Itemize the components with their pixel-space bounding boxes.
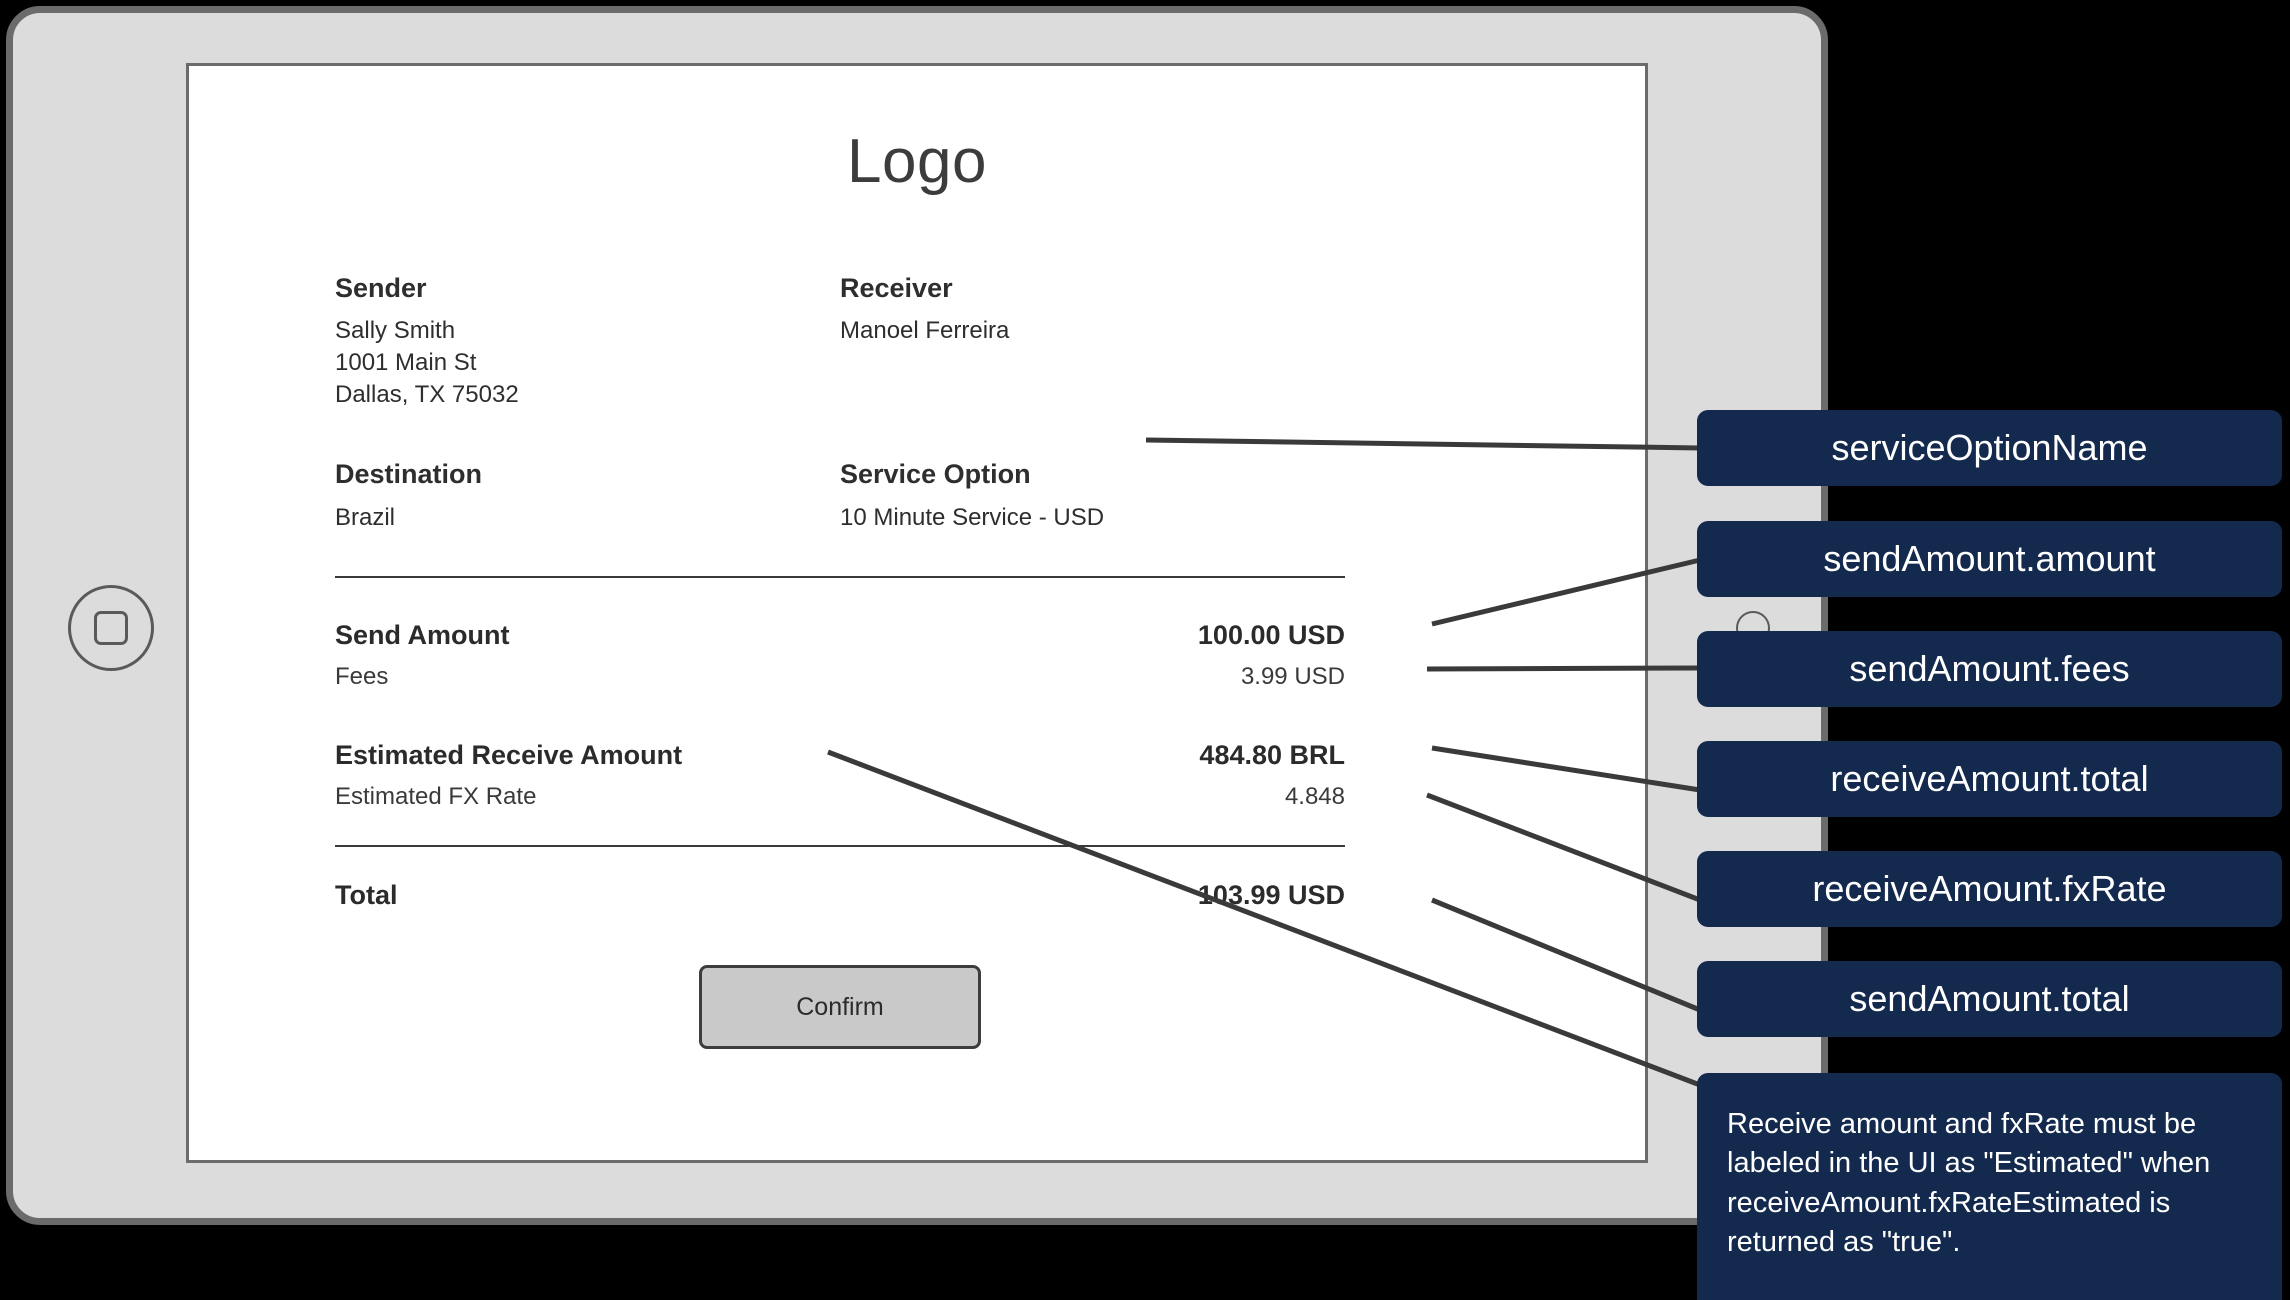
callout-send-amount-amount: sendAmount.amount [1697,521,2282,597]
send-amount-label: Send Amount [335,620,510,651]
transfer-info-grid: Destination Brazil Service Option 10 Min… [335,460,1345,533]
callout-text: sendAmount.total [1849,977,2130,1019]
fx-rate-row: Estimated FX Rate 4.848 [335,783,1345,811]
send-amount-value: 100.00 USD [1197,620,1345,651]
receiver-name: Manoel Ferreira [840,317,1010,345]
total-row: Total 103.99 USD [335,880,1345,911]
receive-amount-value: 484.80 BRL [1199,740,1345,771]
divider-top [335,576,1345,579]
callout-receive-amount-fxrate: receiveAmount.fxRate [1697,851,2282,927]
confirm-button[interactable]: Confirm [699,965,981,1050]
callout-text: receiveAmount.fxRate [1812,867,2167,909]
receiver-block: Receiver Manoel Ferreira [840,274,1345,410]
home-button[interactable] [68,585,154,671]
service-option-title: Service Option [840,459,1031,490]
send-amount-row: Send Amount 100.00 USD [335,620,1345,651]
destination-block: Destination Brazil [335,460,840,533]
callout-text: sendAmount.amount [1823,537,2156,579]
callout-text: Receive amount and fxRate must be labele… [1727,1108,2211,1259]
row-gap-2 [335,691,1345,740]
receive-amount-label: Estimated Receive Amount [335,740,683,771]
callout-estimated-note: Receive amount and fxRate must be labele… [1697,1073,2282,1300]
fx-rate-label: Estimated FX Rate [335,783,537,811]
destination-title: Destination [335,459,483,490]
party-info-grid: Sender Sally Smith 1001 Main St Dallas, … [335,274,1345,410]
spacer-before-confirm [335,911,1345,965]
callout-text: receiveAmount.total [1830,757,2149,799]
sender-block: Sender Sally Smith 1001 Main St Dallas, … [335,274,840,410]
service-option-block: Service Option 10 Minute Service - USD [840,460,1345,533]
service-option-value: 10 Minute Service - USD [840,503,1105,531]
device-screen: Logo Sender Sally Smith 1001 Main St Dal… [186,63,1648,1163]
fx-rate-value: 4.848 [1284,783,1345,811]
amount-summary: Send Amount 100.00 USD Fees 3.99 USD Est… [335,620,1345,911]
spacer-before-divider-1 [335,533,1345,576]
total-label: Total [335,880,398,911]
fees-label: Fees [335,663,389,691]
total-value: 103.99 USD [1197,880,1345,911]
callout-text: serviceOptionName [1831,426,2148,468]
callout-receive-amount-total: receiveAmount.total [1697,741,2282,817]
transfer-review-content: Sender Sally Smith 1001 Main St Dallas, … [335,274,1345,1050]
callout-service-option-name: serviceOptionName [1697,410,2282,486]
receive-amount-row: Estimated Receive Amount 484.80 BRL [335,740,1345,771]
fees-row: Fees 3.99 USD [335,663,1345,691]
page-title-logo: Logo [847,127,987,196]
sender-city-state-zip: Dallas, TX 75032 [335,380,519,408]
sender-title: Sender [335,273,427,303]
row-gap-3 [335,771,1345,783]
spacer-after-divider-1 [335,578,1345,620]
sender-street: 1001 Main St [335,349,477,377]
sender-name: Sally Smith [335,317,456,345]
spacer-before-divider-2 [335,811,1345,845]
callout-send-amount-total: sendAmount.total [1697,961,2282,1037]
receiver-title: Receiver [840,273,953,303]
row-gap-1 [335,651,1345,663]
section-spacer [335,410,1345,460]
callout-text: sendAmount.fees [1849,647,2130,689]
fees-value: 3.99 USD [1240,663,1345,691]
callout-send-amount-fees: sendAmount.fees [1697,631,2282,707]
spacer-after-divider-2 [335,847,1345,880]
home-square-icon [94,611,128,645]
confirm-button-wrap: Confirm [335,965,1345,1050]
destination-value: Brazil [335,503,396,531]
